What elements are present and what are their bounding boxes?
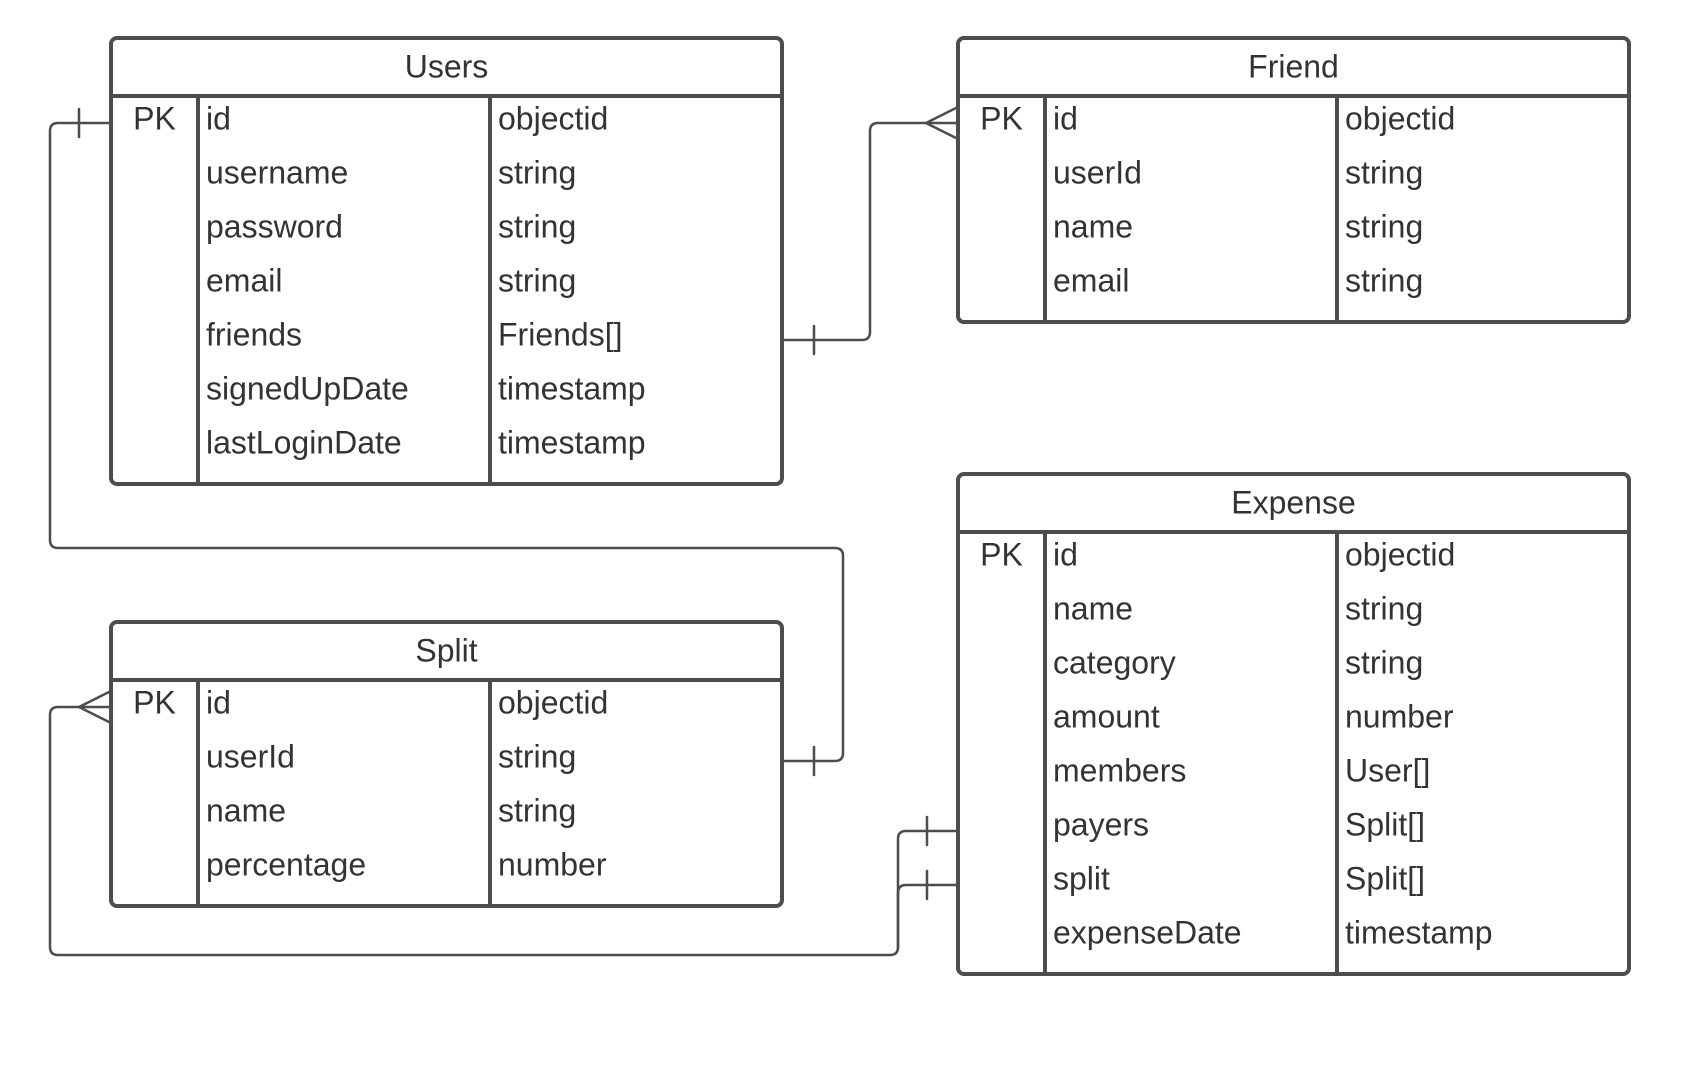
field-name: members bbox=[1053, 752, 1186, 788]
field-name: amount bbox=[1053, 698, 1160, 734]
entity-box bbox=[109, 36, 784, 486]
field-type: string bbox=[498, 738, 576, 774]
field-type: Split[] bbox=[1345, 806, 1425, 842]
field-type: number bbox=[498, 846, 607, 882]
field-name: percentage bbox=[206, 846, 366, 882]
relationship-lines bbox=[48, 105, 960, 957]
field-name: email bbox=[1053, 262, 1129, 298]
field-row: name string bbox=[206, 792, 576, 828]
field-name: category bbox=[1053, 644, 1176, 680]
relationship-expense-payers bbox=[896, 829, 960, 949]
field-row: payers Split[] bbox=[1053, 806, 1425, 842]
field-name: lastLoginDate bbox=[206, 424, 402, 460]
many-marker-split-id bbox=[77, 689, 113, 725]
primary-key-label: PK bbox=[980, 536, 1023, 572]
field-row: category string bbox=[1053, 644, 1423, 680]
entity-title: Split bbox=[415, 632, 477, 668]
field-row: name string bbox=[1053, 208, 1423, 244]
primary-key-label: PK bbox=[133, 100, 176, 136]
field-type: objectid bbox=[498, 684, 608, 720]
field-row: amount number bbox=[1053, 698, 1454, 734]
entity-box bbox=[956, 472, 1631, 976]
field-row: split Split[] bbox=[1053, 860, 1425, 896]
field-name: password bbox=[206, 208, 343, 244]
field-row: friends Friends[] bbox=[206, 316, 622, 352]
relationship-split-id bbox=[48, 705, 900, 957]
relationship-users-split bbox=[48, 121, 845, 763]
field-type: number bbox=[1345, 698, 1454, 734]
field-row: PK id objectid bbox=[133, 684, 608, 720]
entity-box bbox=[109, 620, 784, 908]
field-name: userId bbox=[1053, 154, 1142, 190]
field-name: email bbox=[206, 262, 282, 298]
field-row: percentage number bbox=[206, 846, 607, 882]
entity-title: Expense bbox=[1231, 484, 1356, 520]
field-row: expenseDate timestamp bbox=[1053, 914, 1493, 950]
field-row: signedUpDate timestamp bbox=[206, 370, 646, 406]
field-type: string bbox=[498, 792, 576, 828]
field-name: friends bbox=[206, 316, 302, 352]
field-name: split bbox=[1053, 860, 1110, 896]
entity-title: Users bbox=[405, 48, 489, 84]
entity-title: Friend bbox=[1248, 48, 1339, 84]
field-row: userId string bbox=[206, 738, 576, 774]
field-row: email string bbox=[206, 262, 576, 298]
field-name: name bbox=[1053, 590, 1133, 626]
field-type: string bbox=[498, 154, 576, 190]
field-type: timestamp bbox=[498, 370, 646, 406]
field-type: string bbox=[1345, 590, 1423, 626]
relationship-expense-split bbox=[896, 883, 960, 949]
relationship-users-friend bbox=[780, 121, 960, 342]
field-type: timestamp bbox=[1345, 914, 1493, 950]
field-type: objectid bbox=[1345, 100, 1455, 136]
field-type: Friends[] bbox=[498, 316, 622, 352]
field-name: id bbox=[206, 100, 231, 136]
field-row: PK id objectid bbox=[980, 536, 1455, 572]
field-type: string bbox=[1345, 154, 1423, 190]
field-row: email string bbox=[1053, 262, 1423, 298]
field-row: PK id objectid bbox=[980, 100, 1455, 136]
field-row: PK id objectid bbox=[133, 100, 608, 136]
field-name: username bbox=[206, 154, 348, 190]
field-name: name bbox=[1053, 208, 1133, 244]
field-type: User[] bbox=[1345, 752, 1430, 788]
field-type: string bbox=[1345, 644, 1423, 680]
field-row: name string bbox=[1053, 590, 1423, 626]
field-type: string bbox=[1345, 208, 1423, 244]
primary-key-label: PK bbox=[133, 684, 176, 720]
field-row: lastLoginDate timestamp bbox=[206, 424, 646, 460]
field-name: name bbox=[206, 792, 286, 828]
field-name: expenseDate bbox=[1053, 914, 1242, 950]
field-row: password string bbox=[206, 208, 576, 244]
field-name: id bbox=[206, 684, 231, 720]
field-row: members User[] bbox=[1053, 752, 1430, 788]
field-name: id bbox=[1053, 536, 1078, 572]
field-name: userId bbox=[206, 738, 295, 774]
field-type: objectid bbox=[1345, 536, 1455, 572]
field-type: Split[] bbox=[1345, 860, 1425, 896]
field-type: timestamp bbox=[498, 424, 646, 460]
field-type: objectid bbox=[498, 100, 608, 136]
field-name: payers bbox=[1053, 806, 1149, 842]
primary-key-label: PK bbox=[980, 100, 1023, 136]
field-name: id bbox=[1053, 100, 1078, 136]
entity-box bbox=[956, 36, 1631, 324]
many-marker-friend-id bbox=[924, 105, 960, 141]
field-type: string bbox=[498, 262, 576, 298]
field-type: string bbox=[498, 208, 576, 244]
field-row: username string bbox=[206, 154, 576, 190]
field-type: string bbox=[1345, 262, 1423, 298]
field-row: userId string bbox=[1053, 154, 1423, 190]
field-name: signedUpDate bbox=[206, 370, 409, 406]
